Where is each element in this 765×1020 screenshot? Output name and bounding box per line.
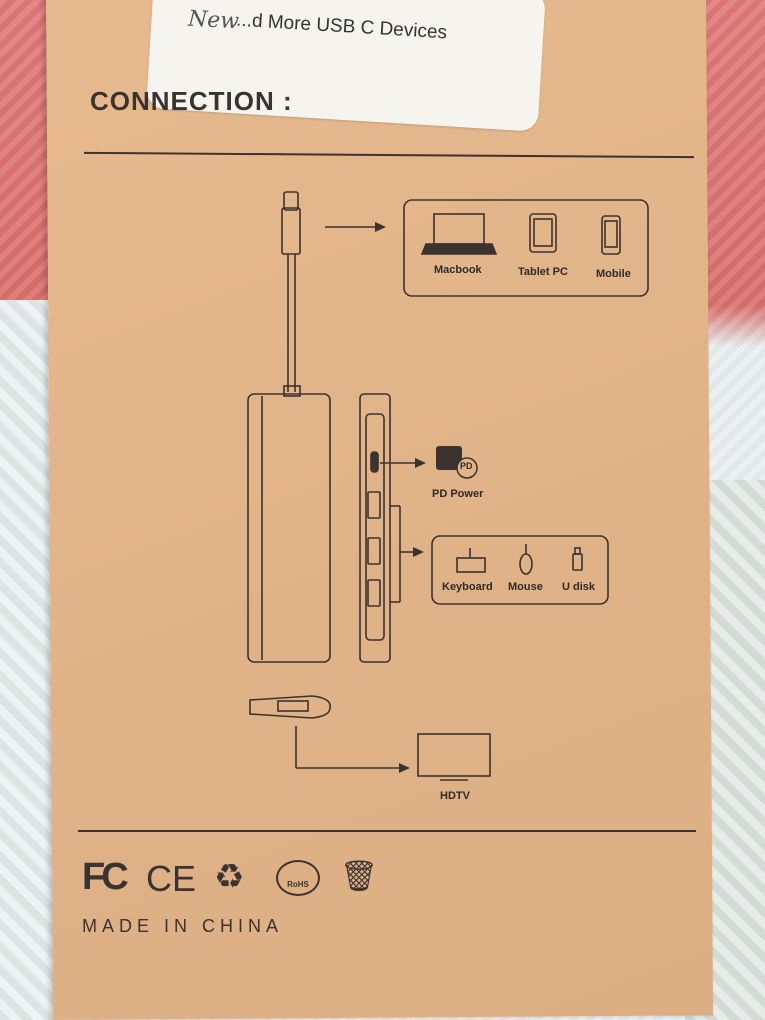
usb-port-2-icon <box>367 537 381 565</box>
usb-label-keyboard: Keyboard <box>442 581 493 593</box>
pd-power-icon <box>436 446 462 470</box>
macbook-base-icon <box>420 243 498 255</box>
usb-devices-box <box>431 535 609 605</box>
bottom-divider <box>78 830 696 832</box>
usb-port-1-icon <box>367 491 381 519</box>
u-disk-icon <box>572 553 583 571</box>
arrowhead-devices <box>375 222 386 232</box>
usb-c-plug-body <box>281 207 301 255</box>
hdmi-cable-icon <box>249 695 331 719</box>
tablet-screen-icon <box>533 218 553 247</box>
usb-c-port-icon <box>370 451 379 473</box>
tablet-icon <box>529 213 557 253</box>
device-label-mobile: Mobile <box>596 268 631 280</box>
rohs-icon: RoHS <box>276 860 320 896</box>
ce-logo: CE <box>146 858 197 899</box>
recycle-icon: ♻ <box>214 858 245 896</box>
device-label-macbook: Macbook <box>434 264 482 276</box>
hub-side-icon <box>359 393 391 663</box>
made-in-china: MADE IN CHINA <box>82 916 284 936</box>
rohs-label: RoHS <box>287 880 309 889</box>
macbook-icon <box>433 213 485 245</box>
weee-bin-icon: 🗑 <box>340 860 379 893</box>
mobile-screen-icon <box>604 220 618 248</box>
pd-power-label: PD Power <box>432 488 484 500</box>
fc-logo: FC <box>82 856 129 898</box>
mouse-icon <box>519 553 533 575</box>
usb-label-mouse: Mouse <box>508 581 543 593</box>
pd-badge: PD <box>460 461 473 471</box>
usb-port-3-icon <box>367 579 381 607</box>
mobile-icon <box>601 215 621 255</box>
cable-strain-relief <box>283 385 301 397</box>
hdmi-port-icon <box>277 700 309 712</box>
devices-box <box>403 199 649 297</box>
hdtv-icon <box>417 733 491 777</box>
hdtv-label: HDTV <box>440 790 470 802</box>
usb-label-udisk: U disk <box>562 581 596 593</box>
device-label-tablet: Tablet PC <box>518 266 568 278</box>
usb-c-plug-tip <box>283 191 299 211</box>
keyboard-icon <box>456 557 486 573</box>
connection-title: CONNECTION : <box>90 86 293 116</box>
hub-body-icon <box>247 393 331 663</box>
